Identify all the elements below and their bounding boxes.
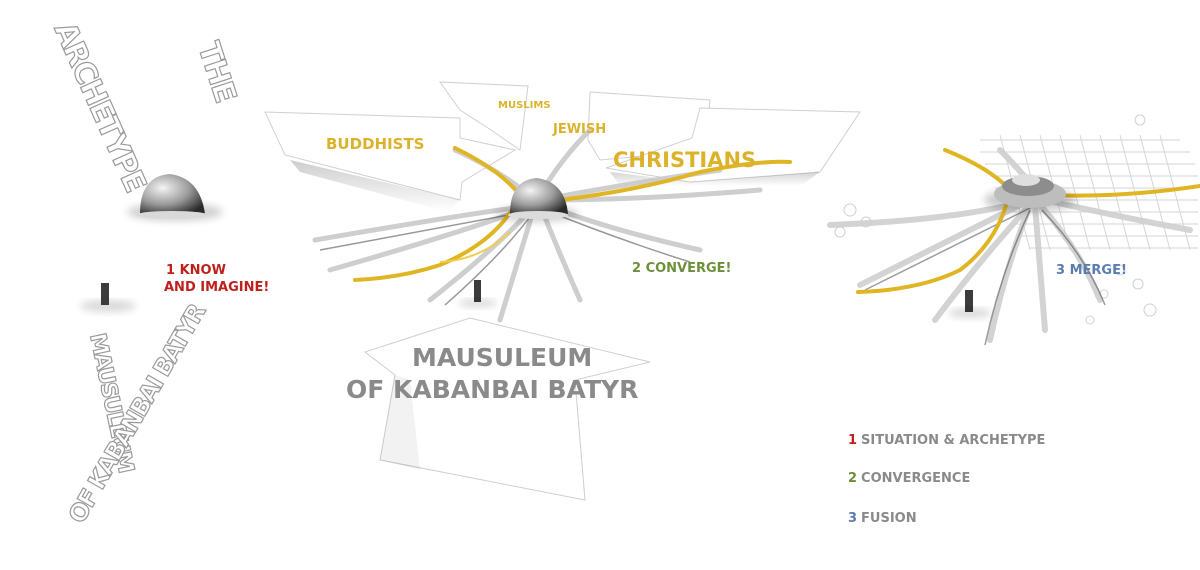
stage3-label: 3 MERGE!: [1056, 263, 1127, 278]
archetype-pillar: [101, 283, 109, 305]
subtitle-kabanbai: OF KABANBAI BATYR: [63, 299, 211, 528]
label-muslims: MUSLIMS: [498, 100, 551, 111]
legend-num: 2: [848, 471, 858, 486]
title-word-the: THE: [190, 38, 242, 106]
stage1-label-line2: AND IMAGINE!: [164, 280, 270, 295]
main-title-line2: OF KABANBAI BATYR: [346, 375, 639, 404]
fusion-pillar: [965, 290, 973, 312]
mausoleum-arrow: [363, 317, 651, 501]
legend-label: SITUATION & ARCHETYPE: [861, 433, 1046, 448]
legend-label: CONVERGENCE: [861, 471, 971, 486]
left-archetype-model: [80, 174, 223, 312]
main-title-line1: MAUSULEUM: [412, 343, 593, 372]
label-jewish: JEWISH: [553, 122, 607, 137]
gold-path-1: [353, 146, 523, 282]
title-word-archetype: ARCHETYPE: [47, 17, 153, 197]
legend-num: 3: [848, 511, 858, 526]
legend-label: FUSION: [861, 511, 917, 526]
label-christians: CHRISTIANS: [613, 148, 757, 172]
mausoleum-dome: [510, 178, 568, 214]
stage1-label-line1: 1 KNOW: [166, 263, 226, 278]
fusion-gold-path-1: [856, 148, 1013, 294]
gold-path-2: [558, 159, 792, 202]
fusion-gold-path-2: [1048, 184, 1200, 198]
convergence-model: [264, 81, 861, 501]
label-buddhists: BUDDHISTS: [326, 135, 425, 153]
fusion-model: [827, 114, 1200, 346]
muslims-arrow: [438, 81, 529, 151]
archetype-dome: [140, 174, 205, 214]
legend-num: 1: [848, 433, 858, 448]
stage2-label: 2 CONVERGE!: [632, 261, 732, 276]
central-pillar: [474, 280, 481, 302]
